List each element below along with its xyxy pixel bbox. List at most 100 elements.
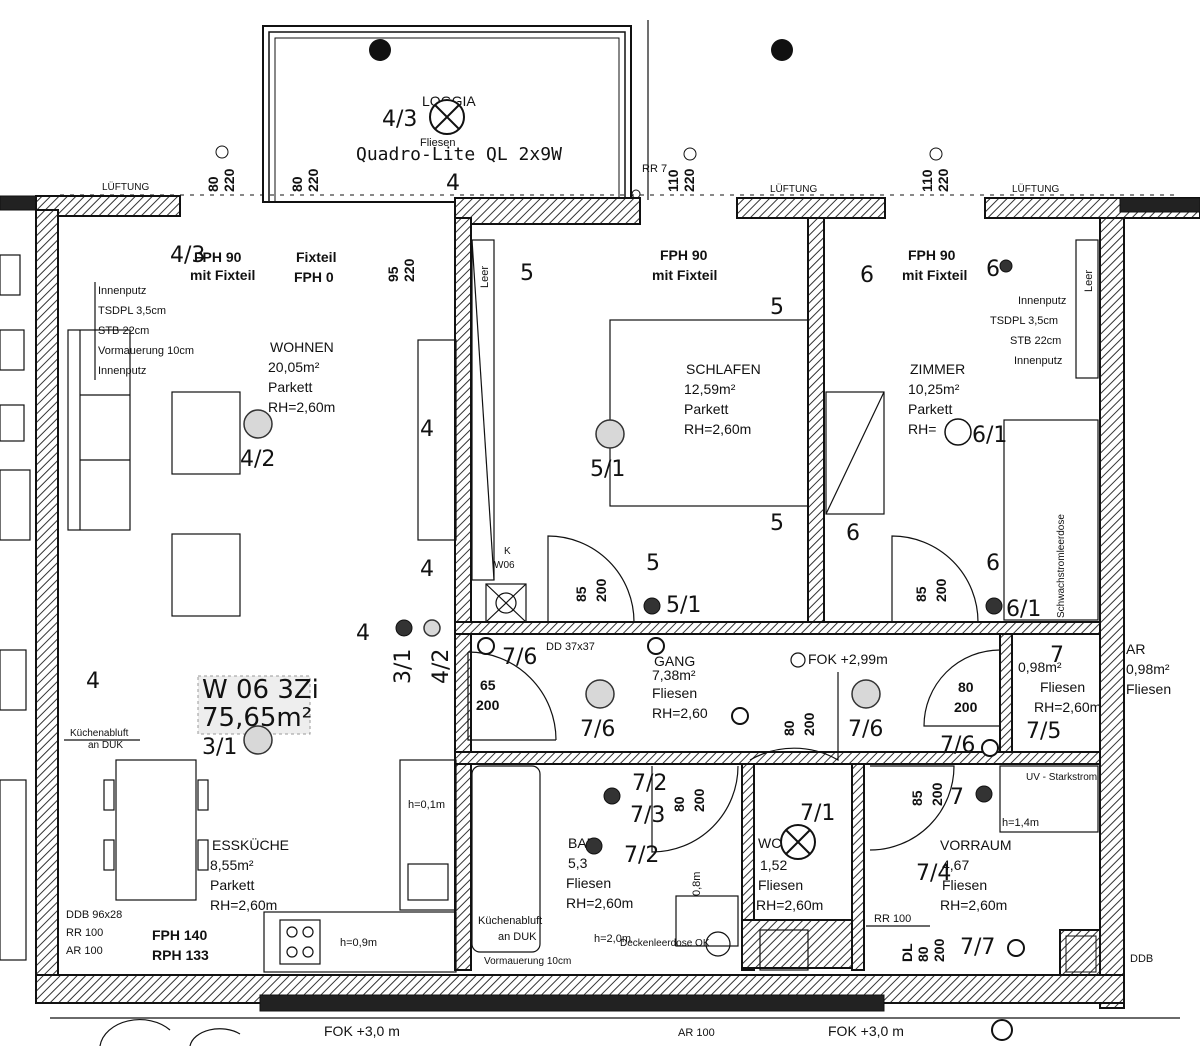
ddb-label-right: DDB (1130, 953, 1153, 965)
lueftung-label-2: LÜFTUNG (770, 183, 817, 195)
circuit-7-6-gang-b: 7/6 (848, 717, 883, 742)
svg-text:FPH 90: FPH 90 (194, 249, 242, 265)
room-bad: BAD 5,3 Fliesen RH=2,60m 7/2 7/2 7/3 Küc… (471, 765, 739, 967)
room-ar-floor-right: Fliesen (1126, 681, 1171, 697)
circuit-5-schlafen-b: 5 (770, 295, 784, 320)
room-schlafen-floor: Parkett (684, 401, 728, 417)
room-wohnen: Innenputz TSDPL 3,5cm STB 22cm Vormaueru… (64, 243, 457, 760)
schlafen-lamp (595, 419, 625, 449)
room-esskueche-name: ESSKÜCHE (212, 836, 289, 853)
wohnen-lamp (243, 409, 273, 439)
apartment-id: W 06 3Zi 75,65m² (197, 675, 319, 735)
wc-lamp-icon (780, 824, 816, 860)
wall-note-left-3: Vormauerung 10cm (98, 345, 194, 357)
svg-text:200: 200 (933, 578, 949, 602)
wall-note-right-0: Innenputz (1018, 295, 1066, 307)
tv-unit (417, 339, 457, 541)
loggia-floor: Fliesen (420, 137, 455, 149)
circuit-4-wohnen-b: 4 (420, 557, 434, 582)
ar100-label-left: AR 100 (66, 945, 103, 957)
ar100-label-bottom: AR 100 (678, 1027, 715, 1039)
svg-text:220: 220 (935, 168, 951, 192)
loggia-lamp-icon (429, 99, 465, 135)
room-esskueche: ESSKÜCHE 8,55m² Parkett RH=2,60m DDB 96x… (66, 759, 457, 973)
lueftung-label-1: LÜFTUNG (102, 181, 149, 193)
leer-label-schlafen: Leer (479, 266, 491, 288)
circuit-7-5-ar: 7/5 (1026, 719, 1061, 744)
svg-text:mit Fixteil: mit Fixteil (902, 267, 967, 283)
room-gang: GANG 7,38m² Fliesen RH=2,60 DD 37x37 FOK… (467, 637, 1001, 762)
room-vorraum: VORRAUM 4,67 Fliesen RH=2,60m 7/4 7/7 7 … (866, 765, 1099, 973)
svg-text:85: 85 (573, 586, 589, 602)
h01-label: h=0,1m (408, 799, 445, 811)
kuechenabluft-label-bad: Küchenabluft (478, 915, 542, 927)
socket-b (423, 619, 441, 637)
room-schlafen-area: 12,59m² (684, 381, 736, 397)
fok-30-label-2: FOK +3,0 m (828, 1023, 904, 1039)
svg-text:mit Fixteil: mit Fixteil (652, 267, 717, 283)
svg-text:80: 80 (205, 176, 221, 192)
room-wohnen-area: 20,05m² (268, 359, 320, 375)
an-duk-label-bad: an DUK (498, 931, 537, 943)
room-gang-height: RH=2,60 (652, 705, 708, 721)
schwachstrom-label: Schwachstromleerdose (1056, 514, 1067, 618)
svg-text:FPH 0: FPH 0 (294, 269, 334, 285)
dd-label: DD 37x37 (546, 641, 595, 653)
svg-text:FPH 90: FPH 90 (908, 247, 956, 263)
circuit-4-wohnen-c: 4 (356, 621, 370, 646)
circuit-7-7-vorraum: 7/7 (960, 935, 995, 960)
circuit-4-wohnen-d: 4 (86, 669, 100, 694)
svg-text:200: 200 (931, 938, 947, 962)
w06-label: W06 (494, 560, 515, 571)
vormauerung-label-bad: Vormauerung 10cm (484, 956, 571, 967)
rr100-label-left: RR 100 (66, 927, 103, 939)
gang-lamp-2 (851, 679, 881, 709)
circuit-7-6-gang-d: 7/6 (940, 733, 975, 758)
rr7-marker (631, 189, 641, 199)
wall-note-left-4: Innenputz (98, 365, 146, 377)
circuit-6-1-zimmer: 6/1 (972, 423, 1007, 448)
room-wohnen-name: WOHNEN (270, 339, 334, 355)
apartment-id-label: W 06 3Zi (202, 675, 319, 705)
circuit-6-zimmer-b: 6 (986, 257, 1000, 282)
svg-text:80: 80 (289, 176, 305, 192)
h20-label: h=2,0m (594, 933, 631, 945)
room-vorraum-height: RH=2,60m (940, 897, 1007, 913)
h08-label: 0,8m (691, 872, 703, 896)
room-wohnen-floor: Parkett (268, 379, 312, 395)
loggia-lamp-model: Quadro-Lite QL 2x9W (356, 144, 562, 165)
svg-text:mit Fixteil: mit Fixteil (190, 267, 255, 283)
room-wc-name: WC (758, 835, 781, 851)
room-vorraum-area: 4,67 (942, 857, 969, 873)
wall-note-right-3: Innenputz (1014, 355, 1062, 367)
room-zimmer: ZIMMER 10,25m² Parkett RH= 6/1 6 6 6 6 6… (825, 239, 1099, 623)
svg-text:200: 200 (801, 712, 817, 736)
neighbour-left (0, 254, 31, 961)
circuit-6-zimmer-a: 6 (860, 263, 874, 288)
h14-label: h=1,4m (1002, 817, 1039, 829)
room-ar-name-right: AR (1126, 641, 1145, 657)
svg-text:85: 85 (913, 586, 929, 602)
circuit-3-1-wall: 3/1 (391, 649, 416, 684)
room-wohnen-height: RH=2,60m (268, 399, 335, 415)
svg-text:110: 110 (919, 169, 935, 192)
room-vorraum-floor: Fliesen (942, 877, 987, 893)
svg-text:200: 200 (476, 697, 500, 713)
svg-text:220: 220 (305, 168, 321, 192)
room-zimmer-height: RH= (908, 421, 936, 437)
rr100-label-vorraum: RR 100 (874, 913, 911, 925)
kuechenabluft-label: Küchenabluft (70, 728, 129, 739)
leer-label-zimmer: Leer (1083, 270, 1095, 292)
svg-text:80: 80 (915, 946, 931, 962)
room-gang-name: GANG (654, 653, 695, 669)
lueftung-label-3: LÜFTUNG (1012, 183, 1059, 195)
svg-text:80: 80 (781, 720, 797, 736)
circuit-3-1-wohnen: 3/1 (202, 735, 237, 760)
circuit-7-2-bad-a: 7/2 (624, 843, 659, 868)
svg-text:Fixteil: Fixteil (296, 249, 336, 265)
room-ar-area-right: 0,98m² (1126, 661, 1170, 677)
fok-299-label: FOK +2,99m (808, 651, 888, 667)
room-ar-floor: Fliesen (1040, 679, 1085, 695)
svg-text:85: 85 (909, 790, 925, 806)
